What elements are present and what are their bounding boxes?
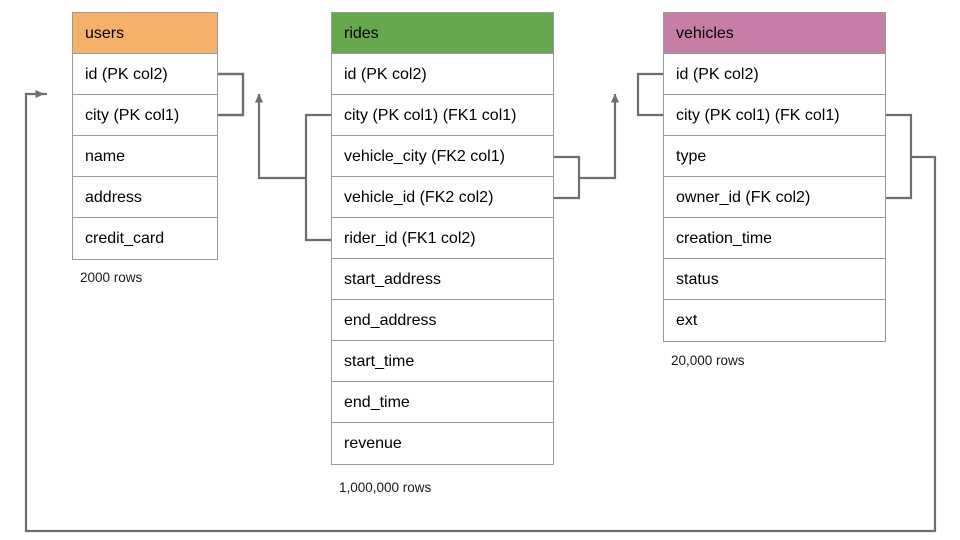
table-users-column-name[interactable]: name [73, 136, 217, 177]
table-vehicles-column-creation-time[interactable]: creation_time [664, 218, 885, 259]
table-rides-column-vehicle-city[interactable]: vehicle_city (FK2 col1) [332, 136, 553, 177]
table-vehicles-row-count: 20,000 rows [671, 353, 745, 368]
table-vehicles-column-ext[interactable]: ext [664, 300, 885, 341]
table-users-title: users [85, 25, 125, 42]
table-users-column-city[interactable]: city (PK col1) [73, 95, 217, 136]
connector-fk1-users-bracket [218, 72, 245, 117]
table-rides-header: rides [332, 13, 553, 54]
table-rides-title: rides [344, 25, 379, 42]
table-rides-column-rider-id[interactable]: rider_id (FK1 col2) [332, 218, 553, 259]
table-rides-column-end-address[interactable]: end_address [332, 300, 553, 341]
table-users-row-count: 2000 rows [80, 270, 143, 285]
table-vehicles[interactable]: vehicles id (PK col2) city (PK col1) (FK… [663, 12, 886, 342]
table-users[interactable]: users id (PK col2) city (PK col1) name a… [72, 12, 218, 260]
table-rides[interactable]: rides id (PK col2) city (PK col1) (FK1 c… [331, 12, 554, 465]
table-rides-column-end-time[interactable]: end_time [332, 382, 553, 423]
table-rides-column-id[interactable]: id (PK col2) [332, 54, 553, 95]
table-rides-column-vehicle-id[interactable]: vehicle_id (FK2 col2) [332, 177, 553, 218]
connector-fkv-users-bracket [218, 72, 245, 117]
connector-fkv-vehicles-bracket [886, 113, 913, 200]
table-vehicles-column-city[interactable]: city (PK col1) (FK col1) [664, 95, 885, 136]
table-rides-column-city[interactable]: city (PK col1) (FK1 col1) [332, 95, 553, 136]
table-vehicles-title: vehicles [676, 25, 734, 42]
connector-fk2-link [579, 93, 619, 180]
connector-fk2-vehicles-bracket [636, 72, 663, 117]
connector-fk1-link [255, 93, 306, 180]
table-vehicles-column-id[interactable]: id (PK col2) [664, 54, 885, 95]
table-rides-column-start-time[interactable]: start_time [332, 341, 553, 382]
table-users-column-address[interactable]: address [73, 177, 217, 218]
connector-fk1-rides-bracket [304, 113, 331, 242]
table-rides-column-revenue[interactable]: revenue [332, 423, 553, 464]
table-vehicles-column-owner-id[interactable]: owner_id (FK col2) [664, 177, 885, 218]
table-vehicles-header: vehicles [664, 13, 885, 54]
table-users-column-credit-card[interactable]: credit_card [73, 218, 217, 259]
table-users-column-id[interactable]: id (PK col2) [73, 54, 217, 95]
connector-fk2-rides-bracket [554, 155, 581, 200]
table-rides-row-count: 1,000,000 rows [339, 480, 432, 495]
table-rides-column-start-address[interactable]: start_address [332, 259, 553, 300]
table-users-header: users [73, 13, 217, 54]
table-vehicles-column-status[interactable]: status [664, 259, 885, 300]
table-vehicles-column-type[interactable]: type [664, 136, 885, 177]
